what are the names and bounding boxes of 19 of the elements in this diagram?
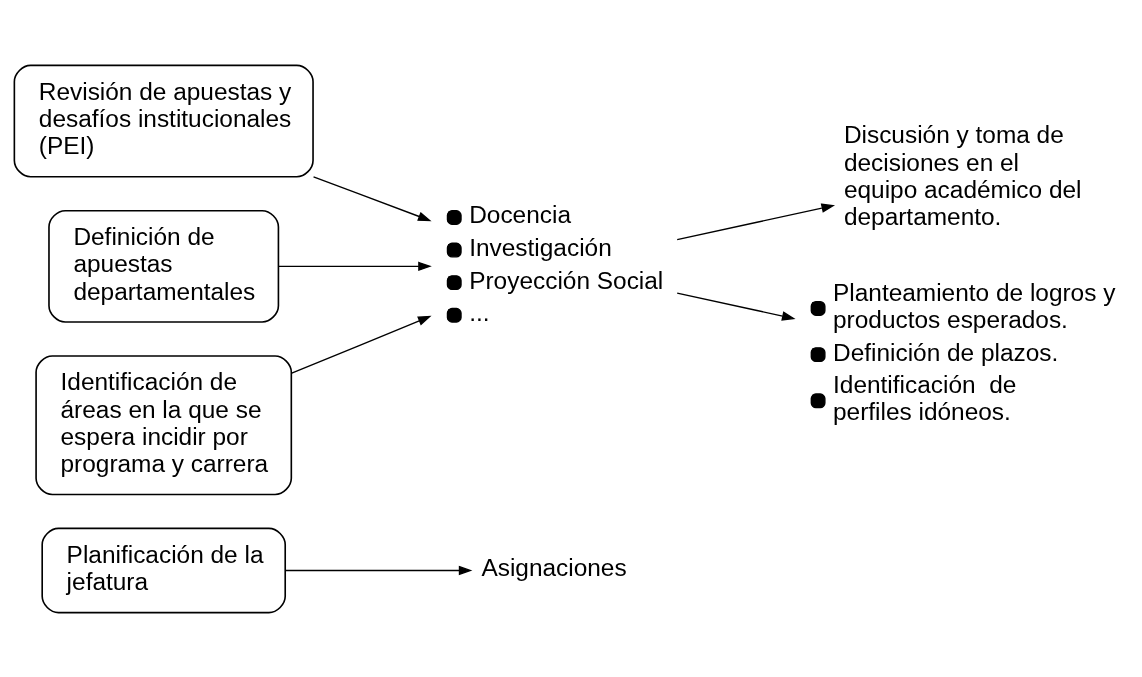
node-label: Identificación de perfiles idóneos. — [833, 370, 1017, 425]
node-box: Revisión de apuestas y desafíos institucionales (PEI) — [13, 64, 314, 178]
node-label: Planteamiento de logros y productos esperados. — [833, 278, 1116, 333]
node-box: Identificación de áreas en la que se espera incidir por programa y carrera — [35, 354, 293, 495]
arrow — [284, 565, 473, 575]
node-box: Planificación de la jefatura — [41, 527, 287, 613]
node-label: Definición de plazos. — [833, 338, 1059, 366]
node-text: Asignaciones — [481, 553, 627, 581]
arrow — [676, 202, 836, 240]
node-label: Investigación — [469, 233, 612, 261]
arrow — [277, 261, 432, 271]
node-label: ... — [469, 298, 490, 326]
arrow — [291, 315, 432, 374]
node-box: Definición de apuestas departamentales — [48, 209, 280, 323]
arrow — [676, 291, 796, 321]
node-label: Docencia — [469, 200, 571, 228]
arrow — [312, 175, 432, 221]
node-text: Discusión y toma de decisiones en el equipo académico del departamento. — [843, 120, 1082, 230]
node-label: Proyección Social — [469, 266, 664, 294]
